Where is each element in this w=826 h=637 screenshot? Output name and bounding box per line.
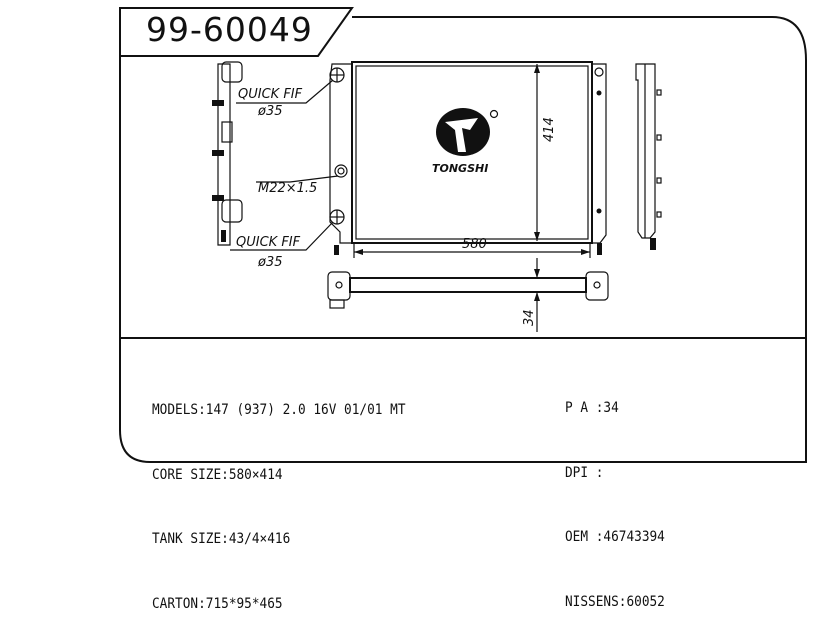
leader-lines — [230, 79, 339, 251]
frame-border — [119, 7, 807, 463]
depth-dimension: 34 — [522, 309, 537, 326]
brand-logo: TONGSHI — [432, 108, 499, 175]
spec-pa: P A :34 — [565, 400, 619, 416]
drain-label: M22×1.5 — [258, 181, 317, 196]
spec-oem: OEM :46743394 — [565, 529, 665, 545]
logo-text: TONGSHI — [432, 162, 488, 175]
width-dimension: 580 — [462, 237, 487, 252]
specs-right: P A :34 DPI : OEM :46743394 NISSENS:6005… — [565, 355, 665, 635]
spec-carton: CARTON:715*95*465 — [152, 595, 283, 612]
spec-tank-size: TANK SIZE:43/4×416 — [152, 531, 291, 547]
bottom-view — [327, 271, 609, 309]
spec-models: MODELS:147 (937) 2.0 16V 01/01 MT — [152, 402, 406, 418]
left-tank — [329, 63, 353, 255]
right-side-view — [635, 63, 662, 250]
dimension-lines — [353, 64, 591, 332]
fitting-top-label: QUICK FIF — [238, 87, 303, 102]
right-tank — [591, 63, 607, 255]
fitting-bottom-diameter: ø35 — [257, 255, 283, 270]
part-number-title: 99-60049 — [146, 10, 313, 49]
left-side-view — [212, 61, 243, 246]
spec-nissens: NISSENS:60052 — [565, 593, 665, 610]
radiator-drawing: QUICK FIF ø35 M22×1.5 QUICK FIF ø35 414 … — [119, 7, 807, 463]
fitting-bottom-label: QUICK FIF — [236, 235, 301, 250]
fitting-top-diameter: ø35 — [257, 104, 283, 119]
spec-core-size: CORE SIZE:580×414 — [152, 466, 283, 483]
height-dimension: 414 — [542, 117, 557, 142]
spec-dpi: DPI : — [565, 464, 604, 481]
specs-left: MODELS:147 (937) 2.0 16V 01/01 MT CORE S… — [152, 357, 406, 637]
